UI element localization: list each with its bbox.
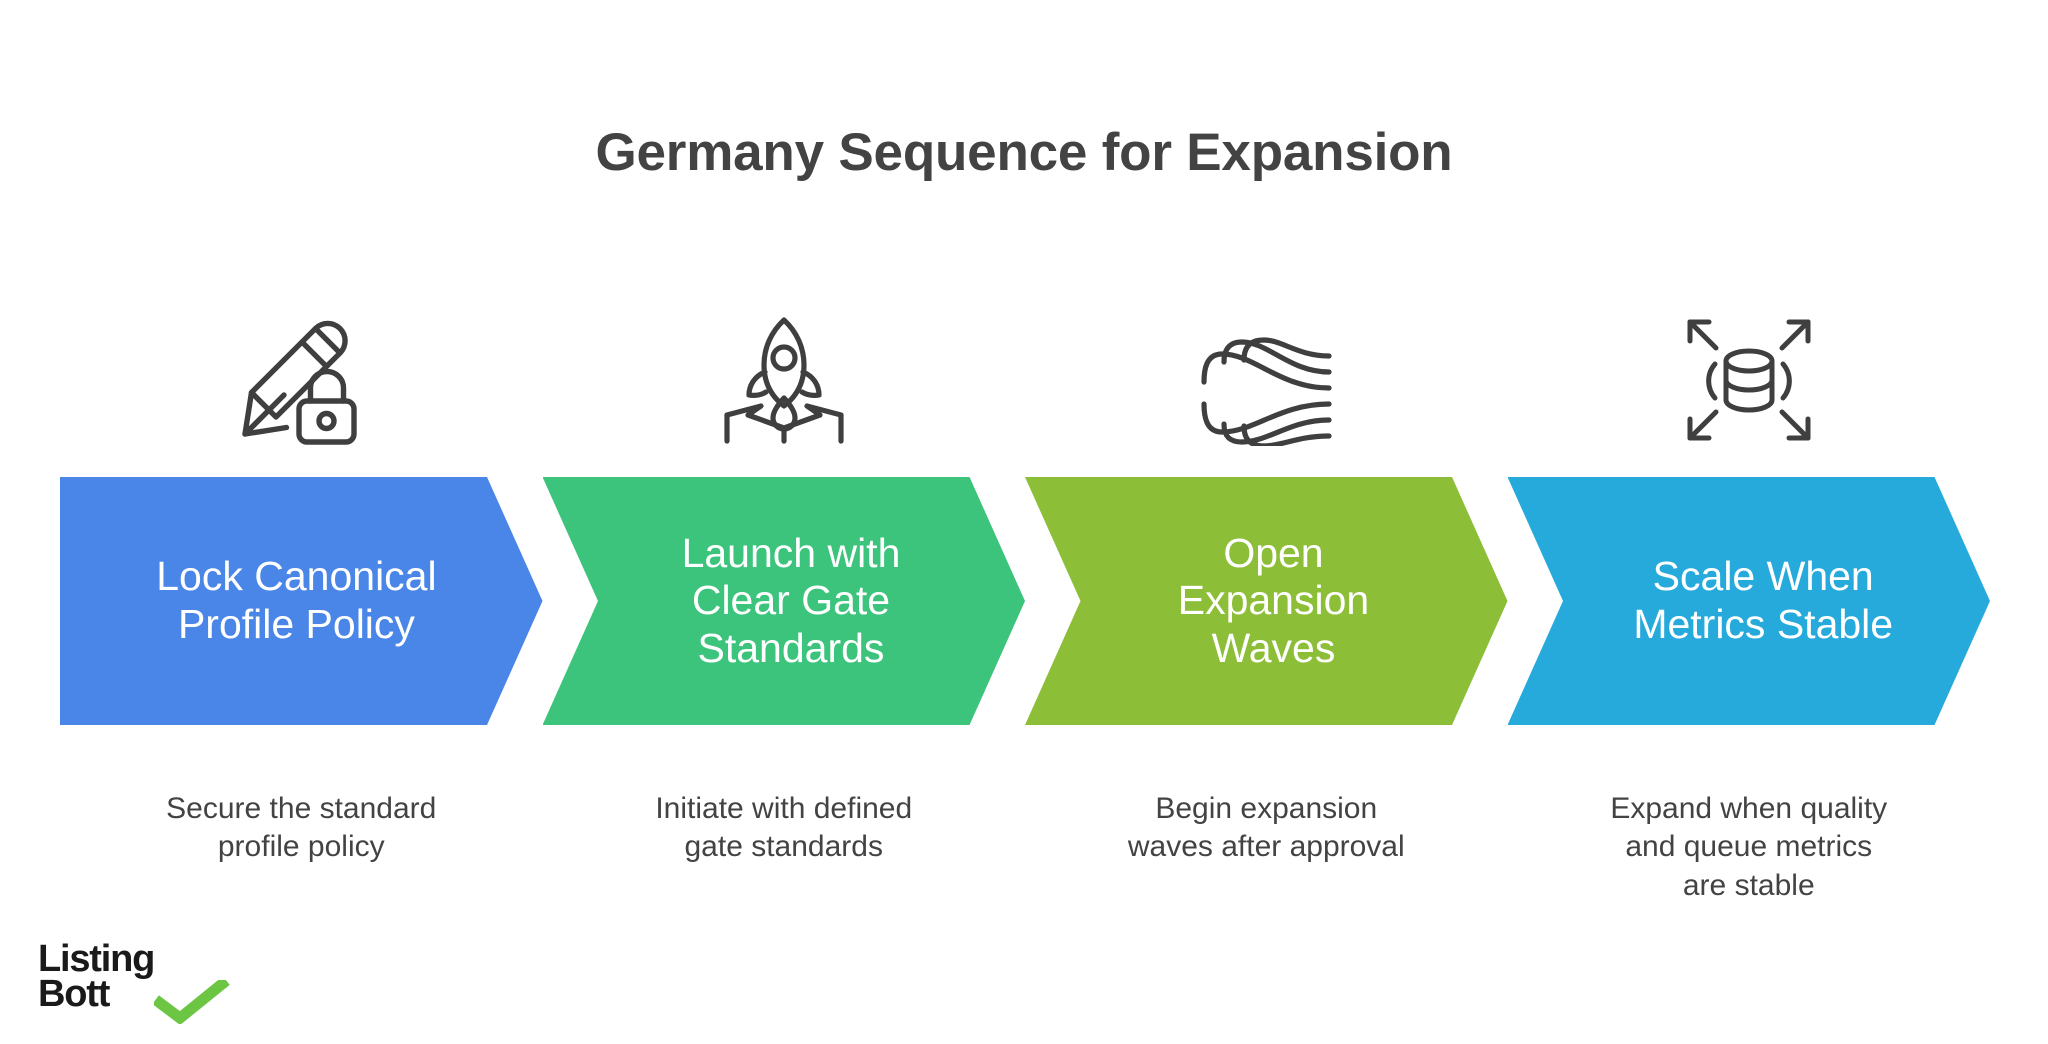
database-expand-icon	[1682, 314, 1816, 446]
step-2-caption: Initiate with defined gate standards	[655, 792, 913, 864]
icons-row	[60, 296, 1990, 446]
pencil-lock-icon	[240, 318, 362, 446]
process-step-4[interactable]: Scale When Metrics Stable	[1507, 477, 1990, 725]
step-1-caption: Secure the standard profile policy	[166, 792, 437, 864]
check-icon	[152, 976, 230, 1029]
logo-line-2: Bott	[38, 972, 110, 1015]
step-3-chevron-shape	[1025, 477, 1508, 725]
listingbott-logo: Listing Bott	[30, 940, 240, 1026]
page-title: Germany Sequence for Expansion	[595, 123, 1453, 182]
flowing-waves-icon	[1198, 330, 1334, 446]
step-3-caption: Begin expansion waves after approval	[1127, 792, 1405, 864]
logo-line-1: Listing	[38, 938, 155, 980]
logo-wordmark: Listing Bott	[38, 940, 155, 1015]
step-4-label: Scale When Metrics Stable	[1633, 553, 1894, 647]
captions-row: Secure the standard profile policy Initi…	[60, 790, 1990, 905]
process-step-1[interactable]: Lock Canonical Profile Policy	[60, 477, 543, 725]
step-4-caption: Expand when quality and queue metrics ar…	[1610, 792, 1888, 902]
step-2-chevron-shape	[542, 477, 1025, 725]
step-1-chevron-shape	[60, 477, 543, 725]
icon-cell-4	[1508, 296, 1991, 446]
step-1-label: Lock Canonical Profile Policy	[156, 553, 437, 647]
icon-cell-2	[543, 296, 1026, 446]
icon-cell-3	[1025, 296, 1508, 446]
rocket-launch-platform-icon	[721, 314, 847, 446]
step-4-chevron-shape	[1507, 477, 1990, 725]
process-step-2[interactable]: Launch with Clear Gate Standards	[542, 477, 1025, 725]
step-2-label: Launch with Clear Gate Standards	[681, 529, 901, 671]
process-step-3[interactable]: Open Expansion Waves	[1025, 477, 1508, 725]
icon-cell-1	[60, 296, 543, 446]
step-3-label: Open Expansion Waves	[1177, 529, 1370, 671]
process-chevron-row: Lock Canonical Profile Policy Launch wit…	[60, 477, 1990, 725]
